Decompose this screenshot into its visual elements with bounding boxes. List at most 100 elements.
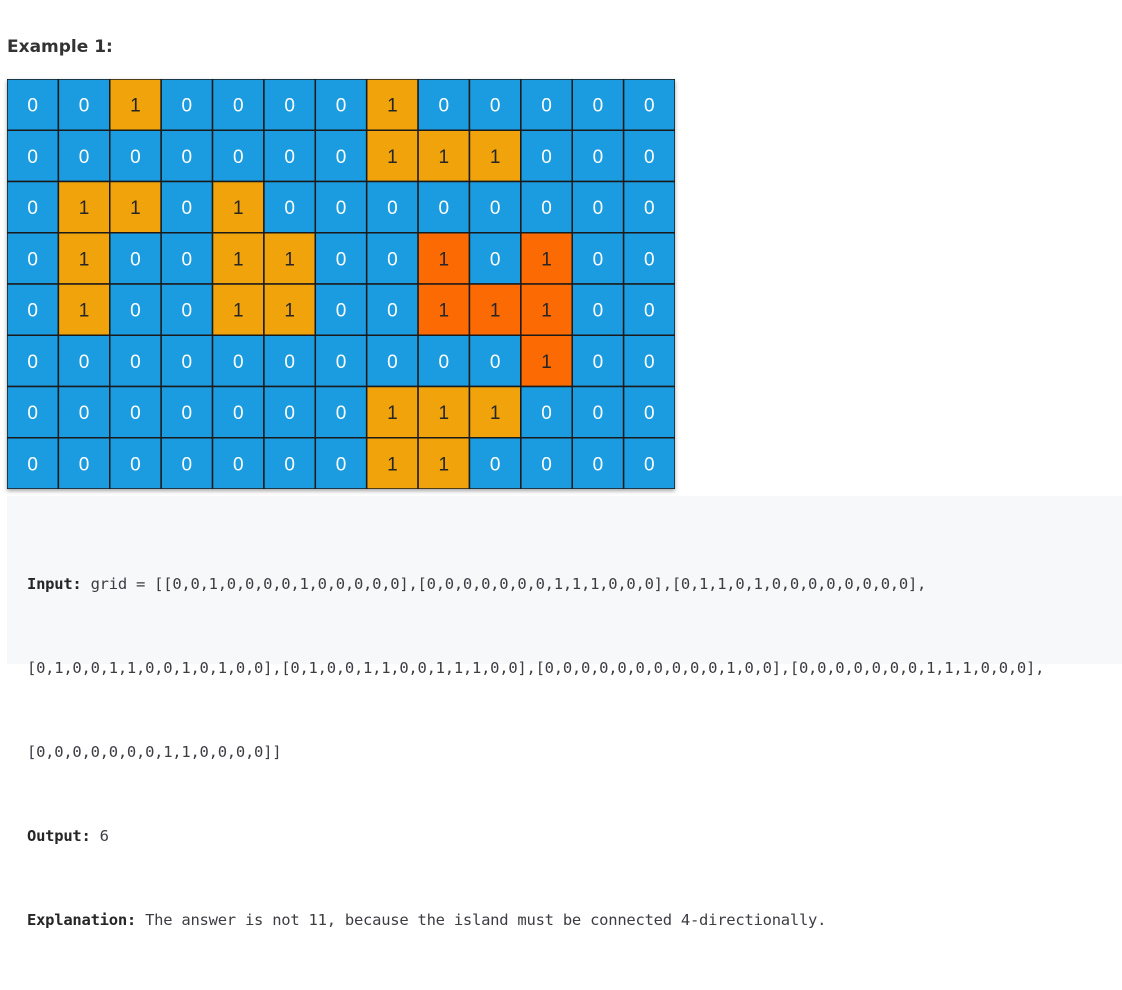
grid-cell-value: 0 [27, 147, 38, 168]
grid-cell [314, 232, 368, 285]
grid-cell [571, 283, 625, 336]
grid-cell-value: 1 [541, 352, 552, 373]
grid-cell-value: 0 [541, 147, 552, 168]
grid-cell-value: 0 [182, 454, 193, 475]
grid-cell-value: 0 [593, 403, 604, 424]
grid-cell [211, 79, 265, 131]
grid-cell [468, 180, 522, 234]
grid-cell-value: 0 [541, 454, 552, 475]
grid-cell-value: 0 [284, 96, 295, 117]
grid-cell [314, 79, 368, 131]
grid-cell-value: 1 [387, 147, 398, 168]
grid-cell-value: 0 [284, 454, 295, 475]
grid-cell-value: 1 [541, 249, 552, 270]
grid-cell-value: 0 [233, 96, 244, 117]
grid-cell [160, 129, 214, 183]
grid-cell-value: 0 [27, 352, 38, 373]
grid-cell [571, 437, 625, 489]
grid-cell [468, 129, 522, 183]
grid-cell-value: 0 [593, 454, 604, 475]
grid-cell [314, 129, 368, 183]
grid-cell-value: 0 [182, 352, 193, 373]
grid-cell-value: 0 [387, 301, 398, 322]
grid-cell-value: 0 [490, 249, 501, 270]
input-label: Input: [27, 575, 82, 593]
grid-cell [622, 232, 675, 285]
grid-cell-value: 0 [490, 198, 501, 219]
grid-cell-value: 0 [182, 403, 193, 424]
grid-cell [263, 129, 317, 183]
grid-cell [263, 385, 317, 439]
grid-cell [622, 129, 675, 183]
grid-cell-value: 0 [182, 249, 193, 270]
grid-cell-value: 0 [79, 147, 90, 168]
grid-cell-value: 0 [644, 352, 655, 373]
grid-cell [520, 283, 573, 336]
grid-cell-value: 0 [336, 198, 347, 219]
example-code: Input: grid = [[0,0,1,0,0,0,0,1,0,0,0,0,… [27, 514, 1116, 990]
grid-cell-value: 0 [182, 147, 193, 168]
grid-cell [263, 437, 317, 489]
output-label: Output: [27, 827, 91, 845]
grid-cell [160, 232, 214, 285]
grid-cell-value: 0 [644, 96, 655, 117]
grid-cell-value: 0 [336, 96, 347, 117]
grid-cell-value: 0 [336, 454, 347, 475]
grid-cell-value: 1 [233, 301, 244, 322]
island-grid-image: 0 0 1 0 0 0 0 1 0 0 0 0 0 0 0 0 0 0 0 0 1 1 1 0 0 0 0 1 1 0 1 0 0 0 0 0 0 0 0 0… [7, 79, 675, 489]
grid-cell [468, 334, 522, 388]
output-line: Output: 6 [27, 822, 1116, 850]
grid-cell [417, 79, 471, 131]
grid-cell [57, 79, 111, 131]
grid-cell-value: 0 [130, 352, 141, 373]
grid-cell-value: 0 [284, 198, 295, 219]
grid-cell-value: 0 [593, 96, 604, 117]
grid-cell [211, 129, 265, 183]
grid-cell-value: 1 [79, 301, 90, 322]
grid-cell-value: 0 [644, 301, 655, 322]
grid-cell-value: 1 [79, 249, 90, 270]
grid-cell-value: 0 [336, 301, 347, 322]
grid-cell [263, 232, 317, 285]
grid-cell-value: 1 [387, 403, 398, 424]
grid-cell-value: 0 [79, 403, 90, 424]
grid-cell [520, 385, 573, 439]
grid-cell [160, 334, 214, 388]
grid-cell-value: 0 [27, 96, 38, 117]
grid-cell [160, 180, 214, 234]
grid-cell-value: 1 [79, 198, 90, 219]
grid-cell-value: 0 [130, 147, 141, 168]
grid-cell-value: 1 [387, 454, 398, 475]
grid-cell-value: 1 [438, 147, 449, 168]
grid-cell-value: 0 [644, 249, 655, 270]
explanation-value: The answer is not 11, because the island… [135, 911, 827, 929]
grid-cell-value: 0 [387, 198, 398, 219]
grid-cell [314, 283, 368, 336]
grid-cell-value: 1 [387, 96, 398, 117]
input-value: grid = [[0,0,1,0,0,0,0,1,0,0,0,0,0],[0,0… [81, 575, 927, 593]
grid-cell-value: 0 [336, 352, 347, 373]
grid-cell-value: 1 [233, 198, 244, 219]
grid-cell [571, 385, 625, 439]
grid-cell-value: 0 [182, 301, 193, 322]
grid-cell-value: 0 [233, 454, 244, 475]
explanation-line: Explanation: The answer is not 11, becau… [27, 906, 1116, 934]
grid-cell [57, 385, 111, 439]
grid-cell [622, 79, 675, 131]
grid-cell-value: 1 [284, 249, 295, 270]
grid-cell-value: 0 [27, 454, 38, 475]
grid-cell [365, 79, 419, 131]
grid-cell-value: 0 [130, 454, 141, 475]
grid-cell-value: 0 [27, 249, 38, 270]
grid-cell [365, 437, 419, 489]
grid-cell-value: 0 [284, 352, 295, 373]
grid-cell-value: 0 [490, 96, 501, 117]
grid-cell [417, 129, 471, 183]
grid-cell [468, 385, 522, 439]
grid-cell-value: 0 [593, 249, 604, 270]
explanation-label: Explanation: [27, 911, 136, 929]
grid-cell-value: 1 [490, 301, 501, 322]
grid-cell-value: 0 [336, 249, 347, 270]
grid-cell-value: 1 [438, 454, 449, 475]
grid-cell [468, 437, 522, 489]
